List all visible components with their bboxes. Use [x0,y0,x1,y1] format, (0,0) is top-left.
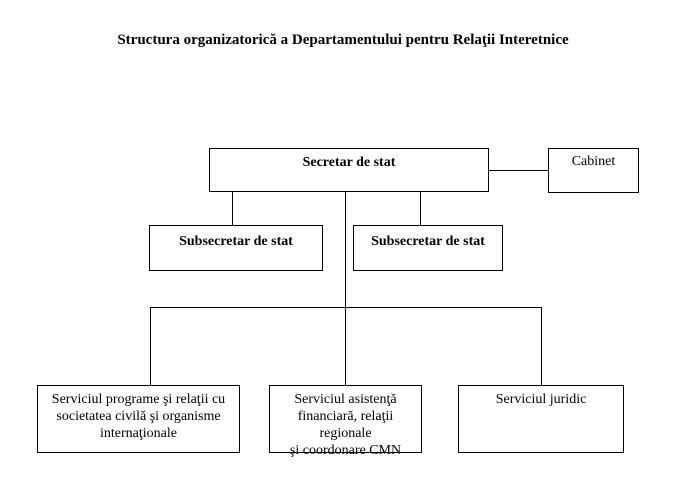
node-label: Cabinet [571,154,616,169]
node-subsecretar-right: Subsecretar de stat [353,225,503,271]
node-label: Secretar de stat [302,155,396,170]
node-secretar-de-stat: Secretar de stat [209,148,489,192]
node-serviciu-juridic: Serviciul juridic [458,385,624,453]
node-label-line: şi coordonare CMN [289,443,402,458]
node-cabinet: Cabinet [548,148,639,193]
node-label: Subsecretar de stat [179,234,293,249]
node-label-line: Serviciul juridic [495,392,587,407]
node-label-line: Serviciul programe şi relaţii cu [51,392,226,407]
node-serviciu-programe: Serviciul programe şi relaţii cu societa… [37,385,240,453]
node-label-line: internaţionale [100,426,177,441]
node-subsecretar-left: Subsecretar de stat [149,225,323,271]
node-label: Subsecretar de stat [371,234,485,249]
node-label-line: Serviciul asistenţă [294,392,397,407]
node-label-line: societatea civilă şi organisme [56,409,221,424]
node-serviciu-asistenta: Serviciul asistenţă financiară, relaţii … [269,385,422,458]
diagram-title: Structura organizatorică a Departamentul… [117,32,569,48]
node-label-line: financiară, relaţii regionale [297,409,394,441]
